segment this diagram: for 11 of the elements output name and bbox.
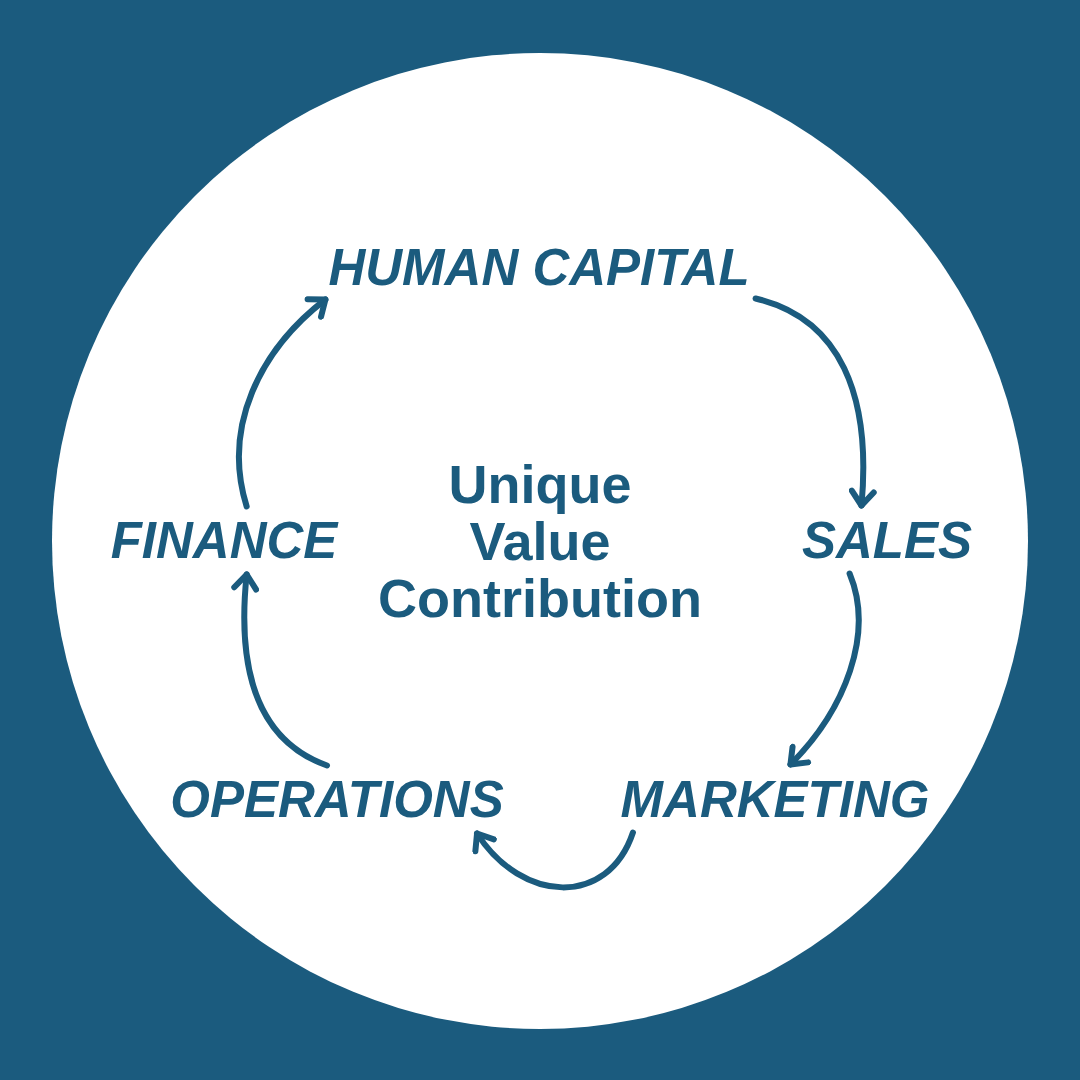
stage-label: FINANCE bbox=[110, 514, 338, 566]
stage-label: OPERATIONS bbox=[170, 773, 504, 825]
stage-label: HUMAN CAPITAL bbox=[328, 241, 750, 293]
curved-arrow bbox=[231, 571, 330, 769]
curved-arrow bbox=[752, 295, 877, 509]
stage-label: MARKETING bbox=[620, 773, 930, 825]
curved-arrow bbox=[473, 829, 636, 891]
curved-arrow bbox=[787, 570, 862, 768]
stage-label: SALES bbox=[802, 514, 972, 566]
curved-arrow bbox=[236, 296, 329, 510]
center-label: Unique Value Contribution bbox=[377, 455, 703, 627]
